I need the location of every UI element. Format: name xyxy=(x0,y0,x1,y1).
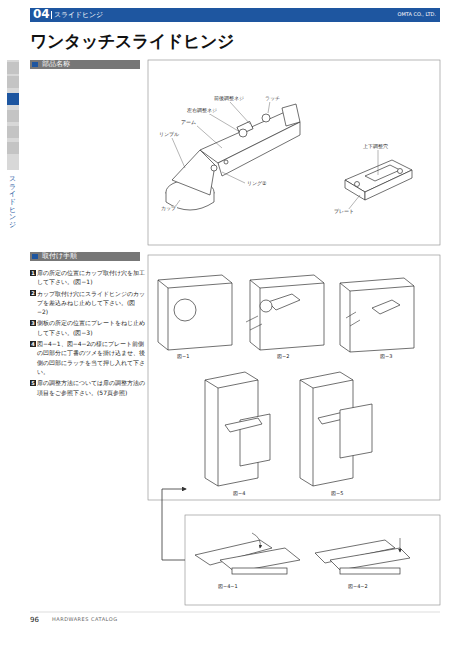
step-text: 扉の調整方法については扉の調整方法の項目をご参照下さい。(57頁参照) xyxy=(37,378,145,397)
figure-label: 図−4 xyxy=(232,490,246,496)
step-text: カップ取付け穴にスライドヒンジのカップを差込みねじ止めして下さい。(図−2) xyxy=(37,289,145,317)
part-name: カップ xyxy=(160,206,177,212)
step-number: 1 xyxy=(30,270,36,276)
figure-label: 図−2 xyxy=(276,353,290,359)
part-name: アーム xyxy=(180,120,197,126)
figure-label: 図−4−1 xyxy=(217,583,239,589)
step-number: 2 xyxy=(30,290,36,296)
section-heading: 取付け手順 xyxy=(42,253,77,260)
part-name: 前後調整ネジ xyxy=(213,96,245,102)
band-marker xyxy=(32,62,38,67)
figure-label: 図−1 xyxy=(176,353,190,359)
section-band: 取付け手順 xyxy=(30,252,140,261)
part-name: 上下調整穴 xyxy=(362,144,389,150)
part-name: ラッチ xyxy=(264,96,281,102)
figure-label: 図−4−2 xyxy=(347,583,369,589)
step-text: 扉の所定の位置にカップ取付け穴を加工して下さい。(図−1) xyxy=(37,268,145,287)
step-text: 図−4−1、図−4−2の様にプレート前側の凹部分に丁番のツメを掛け込ませ、後側の… xyxy=(37,339,145,376)
part-name: リング② xyxy=(246,181,267,187)
header-text: 04 xyxy=(33,8,50,22)
header-separator xyxy=(51,11,52,19)
step-number: 3 xyxy=(30,320,36,326)
header-text: OMTA CO., LTD. xyxy=(397,12,436,18)
section-heading: 部品名称 xyxy=(42,61,70,68)
step-text: 側板の所定の位置にプレートをねじ止めして下さい。(図−3) xyxy=(37,318,145,337)
figure-label: 図−3 xyxy=(379,353,393,359)
footer-text: HARDWARES CATALOG xyxy=(52,617,118,623)
part-name: プレート xyxy=(333,209,355,215)
page-number: 96 xyxy=(30,616,39,624)
header-text: スライドヒンジ xyxy=(54,11,103,19)
section-band: 部品名称 xyxy=(30,60,140,69)
figure-label: 図−5 xyxy=(330,490,344,496)
side-tab-label: スライドヒンジ xyxy=(9,176,16,230)
step-number: 4 xyxy=(30,341,36,347)
part-name: 左右調整ネジ xyxy=(186,108,218,114)
part-name: リンプル xyxy=(158,132,180,138)
page-title: ワンタッチスライドヒンジ xyxy=(30,32,234,52)
band-marker xyxy=(32,254,38,259)
step-number: 5 xyxy=(30,380,36,386)
header-band: 04 スライドヒンジ OMTA CO., LTD. xyxy=(30,8,440,22)
